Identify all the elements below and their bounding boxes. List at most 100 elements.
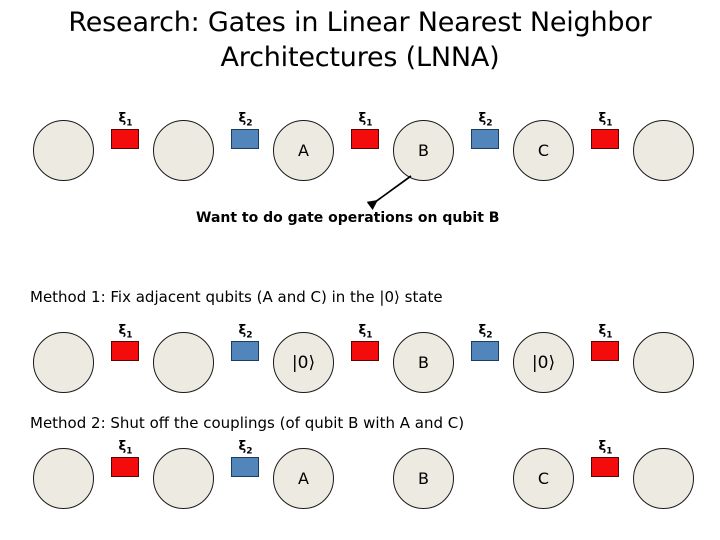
xi-subscript: 1: [126, 118, 133, 129]
qubit-label: C: [537, 141, 550, 160]
coupling-xi1-3[interactable]: ξ1: [590, 112, 621, 152]
coupling-swatch-xi1[interactable]: [111, 341, 139, 361]
qubit-c[interactable]: C: [513, 448, 574, 509]
coupling-label: ξ1: [590, 440, 621, 459]
coupling-xi1-1[interactable]: ξ1: [110, 324, 141, 364]
coupling-label: ξ2: [230, 324, 261, 343]
qubit-left-1[interactable]: [153, 332, 214, 393]
xi-glyph: ξ: [598, 111, 607, 126]
xi-glyph: ξ: [118, 439, 127, 454]
pointer-arrow-icon: [366, 175, 412, 211]
xi-glyph: ξ: [478, 111, 487, 126]
coupling-label: ξ1: [590, 112, 621, 131]
coupling-label: ξ1: [350, 112, 381, 131]
qubit-b[interactable]: B: [393, 120, 454, 181]
coupling-xi2-1[interactable]: ξ2: [230, 440, 261, 480]
coupling-swatch-xi2[interactable]: [231, 457, 259, 477]
coupling-label: ξ2: [230, 112, 261, 131]
xi-glyph: ξ: [238, 111, 247, 126]
xi-subscript: 2: [246, 118, 253, 129]
coupling-swatch-xi1[interactable]: [591, 341, 619, 361]
xi-subscript: 1: [606, 330, 613, 341]
xi-subscript: 1: [606, 446, 613, 457]
qubit-a-ket[interactable]: |0⟩: [273, 332, 334, 393]
xi-subscript: 2: [486, 330, 493, 341]
coupling-xi2-2[interactable]: ξ2: [470, 324, 501, 364]
qubit-right-1[interactable]: [633, 120, 694, 181]
xi-subscript: 1: [126, 446, 133, 457]
coupling-xi1-2[interactable]: ξ1: [350, 112, 381, 152]
qubit-label: C: [537, 469, 550, 488]
xi-glyph: ξ: [598, 323, 607, 338]
qubit-right-1[interactable]: [633, 448, 694, 509]
xi-subscript: 1: [606, 118, 613, 129]
coupling-label: ξ1: [110, 112, 141, 131]
coupling-xi1-1[interactable]: ξ1: [110, 440, 141, 480]
qubit-label: |0⟩: [291, 352, 316, 373]
qubit-b[interactable]: B: [393, 448, 454, 509]
coupling-xi1-1[interactable]: ξ1: [110, 112, 141, 152]
qubit-label: A: [298, 141, 309, 160]
coupling-label: ξ2: [230, 440, 261, 459]
coupling-swatch-xi1[interactable]: [351, 129, 379, 149]
coupling-xi2-1[interactable]: ξ2: [230, 112, 261, 152]
coupling-label: ξ1: [350, 324, 381, 343]
caption-want-gate-operations: Want to do gate operations on qubit B: [196, 210, 500, 226]
qubit-label: B: [418, 141, 429, 160]
xi-glyph: ξ: [478, 323, 487, 338]
method2-description: Method 2: Shut off the couplings (of qub…: [30, 414, 465, 432]
qubit-left-2[interactable]: [33, 120, 94, 181]
coupling-label: ξ1: [110, 324, 141, 343]
xi-subscript: 1: [366, 118, 373, 129]
xi-subscript: 2: [246, 330, 253, 341]
coupling-xi2-2[interactable]: ξ2: [470, 112, 501, 152]
qubit-label: B: [418, 353, 429, 372]
xi-subscript: 2: [246, 446, 253, 457]
coupling-swatch-xi2[interactable]: [471, 129, 499, 149]
qubit-c[interactable]: C: [513, 120, 574, 181]
xi-subscript: 1: [126, 330, 133, 341]
coupling-xi1-3[interactable]: ξ1: [590, 440, 621, 480]
qubit-b[interactable]: B: [393, 332, 454, 393]
coupling-swatch-xi1[interactable]: [111, 129, 139, 149]
coupling-swatch-xi1[interactable]: [591, 129, 619, 149]
coupling-swatch-xi1[interactable]: [591, 457, 619, 477]
xi-glyph: ξ: [118, 111, 127, 126]
qubit-left-1[interactable]: [153, 448, 214, 509]
qubit-label: B: [418, 469, 429, 488]
coupling-xi1-2[interactable]: ξ1: [350, 324, 381, 364]
xi-glyph: ξ: [238, 439, 247, 454]
qubit-right-1[interactable]: [633, 332, 694, 393]
xi-subscript: 2: [486, 118, 493, 129]
qubit-left-2[interactable]: [33, 332, 94, 393]
xi-glyph: ξ: [598, 439, 607, 454]
coupling-swatch-xi2[interactable]: [231, 341, 259, 361]
coupling-swatch-xi1[interactable]: [111, 457, 139, 477]
coupling-xi2-1[interactable]: ξ2: [230, 324, 261, 364]
coupling-label: ξ2: [470, 112, 501, 131]
coupling-swatch-xi1[interactable]: [351, 341, 379, 361]
qubit-a[interactable]: A: [273, 120, 334, 181]
coupling-swatch-xi2[interactable]: [231, 129, 259, 149]
coupling-label: ξ1: [110, 440, 141, 459]
xi-glyph: ξ: [358, 323, 367, 338]
xi-glyph: ξ: [358, 111, 367, 126]
xi-subscript: 1: [366, 330, 373, 341]
qubit-c-ket[interactable]: |0⟩: [513, 332, 574, 393]
qubit-a[interactable]: A: [273, 448, 334, 509]
coupling-xi1-3[interactable]: ξ1: [590, 324, 621, 364]
coupling-swatch-xi2[interactable]: [471, 341, 499, 361]
method1-description: Method 1: Fix adjacent qubits (A and C) …: [30, 288, 443, 306]
xi-glyph: ξ: [118, 323, 127, 338]
qubit-label: |0⟩: [531, 352, 556, 373]
xi-glyph: ξ: [238, 323, 247, 338]
qubit-left-1[interactable]: [153, 120, 214, 181]
coupling-label: ξ2: [470, 324, 501, 343]
qubit-left-2[interactable]: [33, 448, 94, 509]
qubit-label: A: [298, 469, 309, 488]
coupling-label: ξ1: [590, 324, 621, 343]
